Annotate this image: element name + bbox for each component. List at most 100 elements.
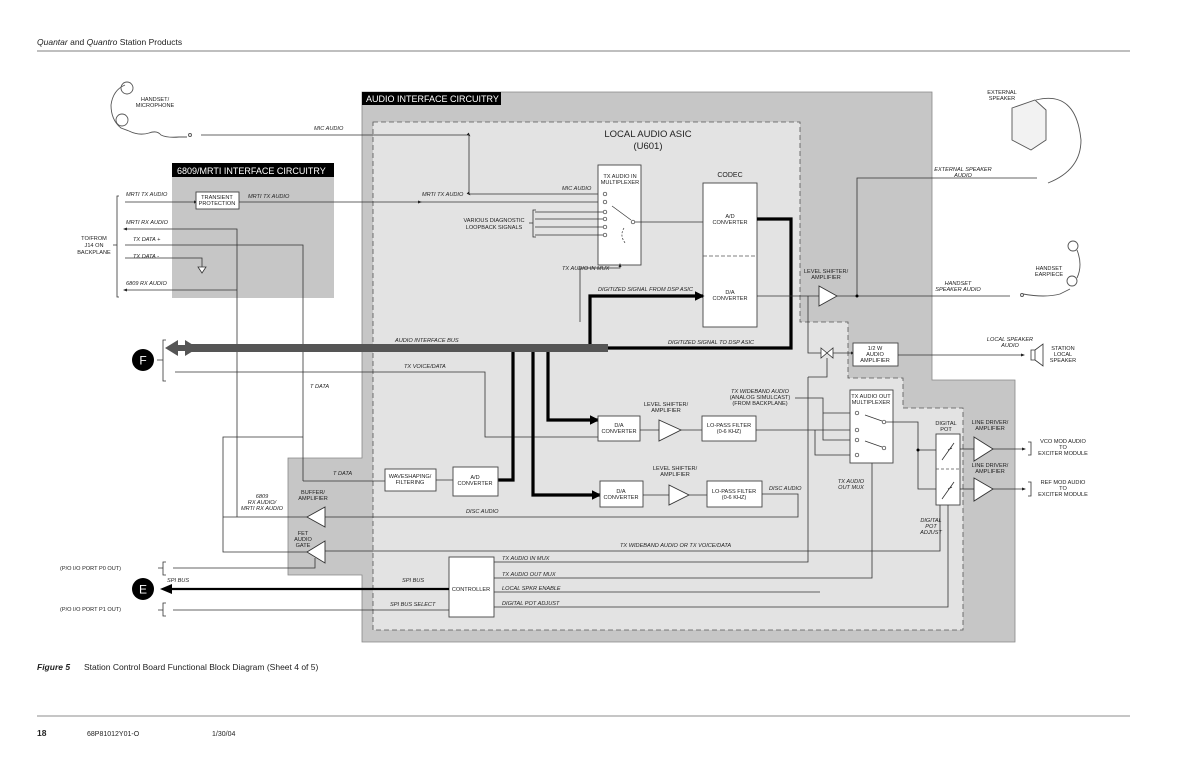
tx-in-mux-control-line (579, 263, 622, 322)
handset-earpiece-label: HANDSET (1036, 266, 1063, 272)
to-dsp-label: DIGITIZED SIGNAL TO DSP ASIC (668, 340, 755, 346)
mrti-title: 6809/MRTI INTERFACE CIRCUITRY (177, 166, 326, 176)
ground-icon (197, 266, 207, 274)
local-audio-asic-region (372, 121, 964, 631)
asic-title: LOCAL AUDIO ASIC (604, 129, 691, 140)
backplane-label: BACKPLANE (77, 250, 111, 256)
da-converter-2-block (599, 480, 644, 508)
disc-audio-line (325, 493, 799, 518)
digital-pot-label: DIGITAL (935, 421, 956, 427)
digitized-from-dsp-line (588, 291, 705, 352)
port-p0-bracket (158, 561, 166, 576)
transient-protection-block (195, 191, 240, 210)
da1-label: CONVERTER (601, 429, 636, 435)
hs-spk-label: HANDSET (945, 281, 972, 287)
mrti-tx-label-3: MRTI TX AUDIO (422, 192, 464, 198)
handset-earpiece-label: EARPIECE (1035, 272, 1064, 278)
buffer-label: AMPLIFIER (298, 496, 328, 502)
da-label: D/A (725, 290, 735, 296)
line-driver-label: AMPLIFIER (975, 426, 1005, 432)
wideband-or-label: TX WIDEBAND AUDIO OR TX VOICE/DATA (620, 543, 731, 549)
ctl-tx-out-label: TX AUDIO OUT MUX (502, 572, 556, 578)
bus-double-arrow-icon (165, 340, 198, 356)
station-speaker-label: STATION (1051, 346, 1074, 352)
ctl-pot-label: DIGITAL POT ADJUST (502, 601, 560, 607)
rx-combo-label: RX AUDIO/ (248, 500, 278, 506)
bus-to-da2-line (531, 352, 602, 500)
diag-label: LOOPBACK SIGNALS (466, 225, 523, 231)
half-w-label: 1/2 W (868, 346, 883, 352)
ad-label: A/D (725, 214, 734, 220)
tx-data-plus-label: TX DATA + (133, 237, 161, 243)
pot-adjust-label: DIGITAL (920, 518, 941, 524)
digital-pot-label: POT (940, 427, 952, 433)
tx-data-minus-line (125, 257, 203, 267)
local-spk-label: LOCAL SPEAKER (987, 337, 1033, 343)
local-spk-label: AUDIO (1000, 343, 1019, 349)
port-p0-line (173, 558, 316, 569)
lpf1-label: (0-6 KHZ) (717, 429, 742, 435)
backplane-bracket (113, 195, 119, 298)
ad-to-bus-line (498, 352, 515, 482)
pot-adjust-label: POT (925, 524, 937, 530)
vco-out-label: VCO MOD AUDIO (1040, 439, 1086, 445)
diagnostic-loopback-lines (529, 209, 603, 238)
level-shifter-1-icon (658, 419, 683, 442)
controller-label: CONTROLLER (452, 587, 490, 593)
asic-designator: (U601) (633, 141, 662, 152)
line (917, 450, 936, 490)
half-watt-amplifier-block (852, 342, 899, 367)
t-data-label: T DATA (310, 384, 329, 390)
mrti-tx-label-2: MRTI TX AUDIO (248, 194, 290, 200)
audio-interface-title: AUDIO INTERFACE CIRCUITRY (366, 94, 499, 104)
handset-microphone-icon (110, 81, 192, 138)
diag-label: VARIOUS DIAGNOSTIC (463, 218, 524, 224)
tx-in-mux-ctl-label: TX AUDIO IN MUX (562, 266, 610, 272)
da1-label: D/A (614, 423, 624, 429)
fet-audio-gate-icon (306, 540, 326, 564)
ad2-label: A/D (470, 475, 479, 481)
fet-output-line (222, 436, 307, 553)
line-driver-label: LINE DRIVER/ (972, 420, 1009, 426)
level-shifter-label: LEVEL SHIFTER/ (804, 269, 849, 275)
header-title: Quantar and Quantro Station Products (37, 37, 182, 47)
disc-audio-label-2: DISC AUDIO (466, 509, 499, 515)
lpf2-label: (0-6 KHZ) (722, 495, 747, 501)
level-shifter-amp-icon (818, 285, 838, 307)
port-p1-label: (P/O I/O PORT P1 OUT) (60, 607, 121, 613)
wideband-label: (ANALOG SIMULCAST) (730, 395, 791, 401)
ctl-tx-in-label: TX AUDIO IN MUX (502, 556, 550, 562)
ctl-tx-in-line (494, 377, 809, 563)
doc-number: 68P81012Y01-O (87, 731, 140, 738)
potentiometer-icon (941, 442, 955, 500)
disc-audio-label: DISC AUDIO (769, 486, 802, 492)
wideband-line (795, 397, 850, 441)
pot-adjust-label: ADJUST (919, 530, 942, 536)
bus-to-da1-line (546, 352, 600, 425)
tx-out-mux-sig-label: OUT MUX (838, 485, 864, 491)
mrti-rx-line (123, 227, 238, 517)
tx-voice-label: TX VOICE/DATA (404, 364, 446, 370)
external-speaker-line (856, 177, 1037, 296)
ctl-spkr-label: LOCAL SPKR ENABLE (502, 586, 561, 592)
local-spkr-enable-line (808, 358, 828, 378)
mic-audio-label: MIC AUDIO (314, 126, 344, 132)
tx-out-mux-sig-label: TX AUDIO (838, 479, 865, 485)
da2-label: D/A (616, 489, 626, 495)
ref-out-label: EXCITER MODULE (1038, 492, 1088, 498)
station-speaker-icon (1030, 343, 1044, 367)
to-gate-line (807, 296, 821, 354)
connector-e-label: E (139, 583, 147, 597)
wideband-label: TX WIDEBAND AUDIO (731, 389, 790, 395)
level-shifter-2-icon (668, 484, 691, 506)
ctl-tx-out-line (494, 463, 873, 579)
ad2-label: CONVERTER (457, 481, 492, 487)
codec-block (702, 182, 758, 328)
exciter-brackets (1028, 441, 1032, 497)
tx-out-mux-label: MULTIPLEXER (852, 400, 890, 406)
audio-interface-bus (185, 344, 608, 352)
port-p1-bracket (158, 602, 166, 617)
level-shifter-label: AMPLIFIER (811, 275, 841, 281)
line-driver-2-icon (973, 477, 994, 502)
